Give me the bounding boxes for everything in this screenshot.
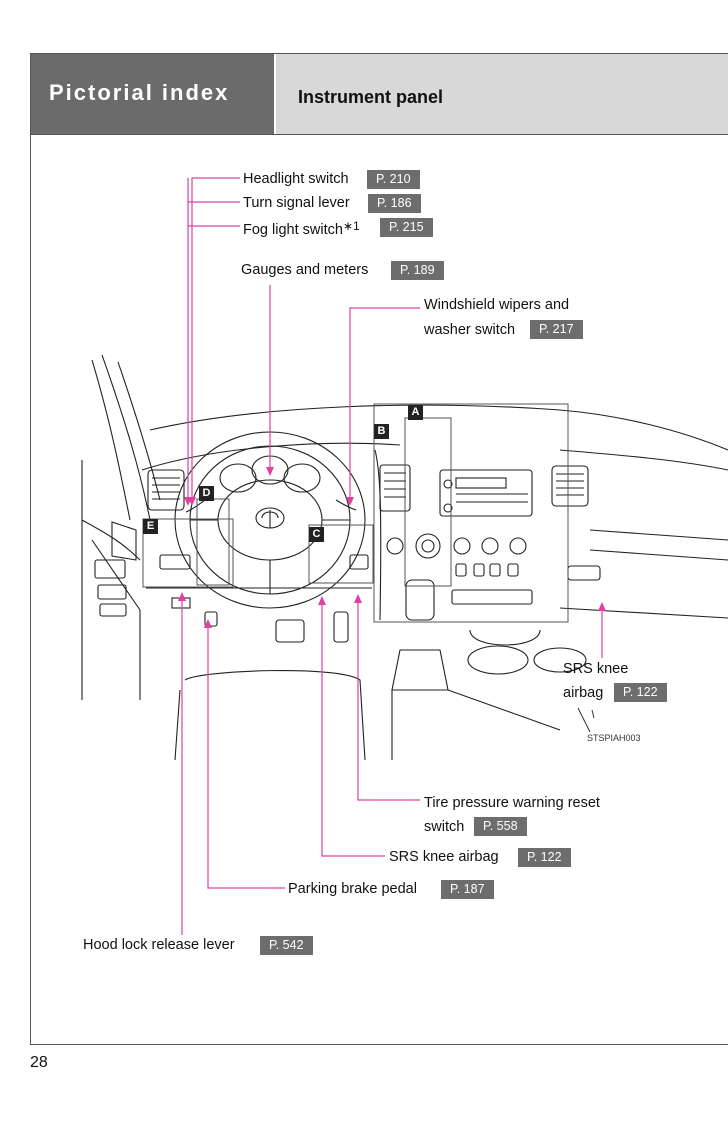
- fog-light-text: Fog light switch: [243, 222, 343, 238]
- header-divider: [31, 134, 728, 135]
- wipers-label-line1: Windshield wipers and: [424, 297, 570, 313]
- tire-pressure-page-link[interactable]: P. 558: [474, 817, 527, 836]
- page-number: 28: [30, 1054, 48, 1071]
- parking-brake-label: Parking brake pedal: [288, 881, 417, 897]
- fog-light-page-link[interactable]: P. 215: [380, 218, 433, 237]
- page-frame: [30, 53, 728, 1045]
- zone-boxes: [142, 403, 569, 623]
- wipers-page-link[interactable]: P. 217: [530, 320, 583, 339]
- srs-knee-right-line2: airbag: [563, 685, 604, 701]
- fog-light-footnote: ∗1: [342, 219, 360, 233]
- srs-knee-lower-page-link[interactable]: P. 122: [518, 848, 571, 867]
- zone-c-box: [308, 524, 374, 584]
- dashboard-illustration: [81, 354, 728, 761]
- zone-b-box: [373, 403, 569, 623]
- hood-lock-label: Hood lock release lever: [83, 937, 235, 953]
- leader-lines: [181, 177, 603, 935]
- zone-a-box: [404, 417, 452, 587]
- page-title: Instrument panel: [298, 87, 444, 107]
- headlight-label: Headlight switch: [243, 171, 349, 187]
- section-title: Pictorial index: [49, 80, 230, 105]
- tire-pressure-line1: Tire pressure warning reset: [424, 795, 600, 811]
- leader-arrowheads: [178, 467, 606, 628]
- turn-signal-page-link[interactable]: P. 186: [368, 194, 421, 213]
- image-code: STSPIAH003: [587, 733, 641, 743]
- wipers-label-line2: washer switch: [424, 322, 516, 338]
- tire-pressure-line2: switch: [424, 819, 465, 835]
- gauges-label: Gauges and meters: [241, 262, 369, 278]
- headlight-page-link[interactable]: P. 210: [367, 170, 420, 189]
- srs-knee-right-line1: SRS knee: [563, 661, 629, 677]
- hood-lock-page-link[interactable]: P. 542: [260, 936, 313, 955]
- zone-e-box: [142, 518, 234, 588]
- turn-signal-label: Turn signal lever: [243, 195, 350, 211]
- fog-light-label: Fog light switch∗1: [243, 219, 360, 238]
- zone-b-label: B: [374, 424, 389, 439]
- zone-c-label: C: [309, 527, 324, 542]
- section-header: Pictorial index: [31, 54, 274, 134]
- zone-d-label: D: [199, 486, 214, 501]
- zone-a-label: A: [408, 405, 423, 420]
- parking-brake-page-link[interactable]: P. 187: [441, 880, 494, 899]
- page-header: Instrument panel: [276, 54, 728, 134]
- srs-knee-right-page-link[interactable]: P. 122: [614, 683, 667, 702]
- zone-e-label: E: [143, 519, 158, 534]
- gauges-page-link[interactable]: P. 189: [391, 261, 444, 280]
- srs-knee-lower-label: SRS knee airbag: [389, 849, 499, 865]
